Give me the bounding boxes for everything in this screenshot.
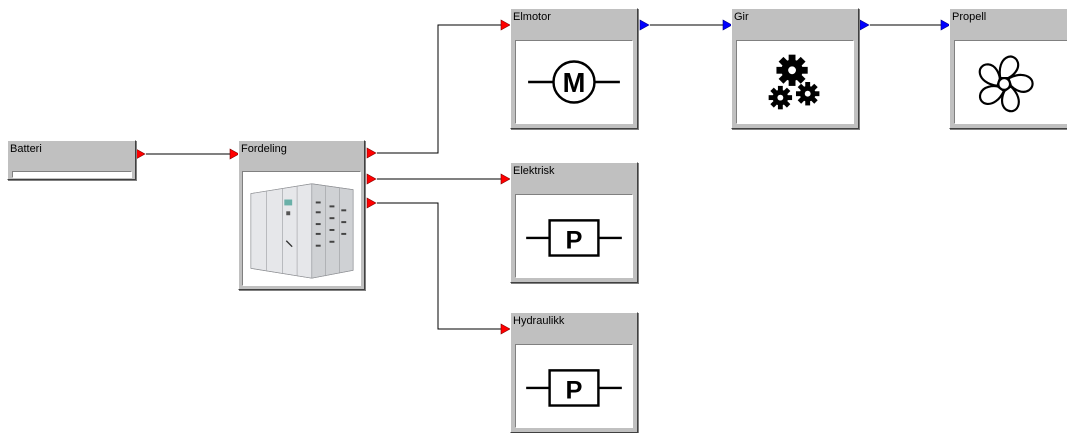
battery-level-gauge [12,171,132,178]
power-load-icon: P [526,219,622,257]
block-hydraulikk[interactable]: Hydraulikk P [510,312,638,433]
port-fordeling-in [229,148,240,160]
block-gir-body [736,40,854,124]
port-elektrisk-in [500,173,511,185]
port-fordeling-out-3 [366,197,377,209]
motor-symbol: M [563,67,586,98]
port-gir-in [722,19,733,31]
block-elmotor-label: Elmotor [513,11,551,23]
wire-fordeling-elmotor [377,24,503,154]
port-propell-in [940,19,951,31]
block-elmotor[interactable]: Elmotor M [510,8,638,129]
block-elektrisk-label: Elektrisk [513,165,555,177]
port-elmotor-in [500,19,511,31]
port-elmotor-out [639,19,650,31]
block-hydraulikk-label: Hydraulikk [513,315,565,327]
wire-fordeling-hydraulikk [377,202,503,330]
block-propell[interactable]: Propell [949,8,1067,129]
block-gir-label: Gir [734,11,749,23]
block-fordeling-body [242,171,361,286]
block-fordeling[interactable]: Fordeling [238,140,365,290]
load-symbol: P [566,377,583,405]
block-propell-body [954,40,1067,124]
power-load-icon: P [526,369,622,407]
port-fordeling-out-1 [366,147,377,159]
port-hydraulikk-in [500,323,511,335]
port-gir-out [859,19,870,31]
port-batteri-out [135,148,146,160]
block-batteri-label: Batteri [10,143,42,155]
motor-m-icon: M [528,60,620,104]
block-fordeling-label: Fordeling [241,143,287,155]
switchgear-cabinet-icon [250,183,354,279]
block-batteri[interactable]: Batteri [7,140,136,180]
block-gir[interactable]: Gir [731,8,859,129]
block-elektrisk[interactable]: Elektrisk P [510,162,638,283]
block-hydraulikk-body: P [515,344,633,428]
gears-icon [768,54,820,110]
block-elmotor-body: M [515,40,633,124]
propeller-icon [978,55,1034,113]
port-fordeling-out-2 [366,173,377,185]
load-symbol: P [566,227,583,255]
block-elektrisk-body: P [515,194,633,278]
block-propell-label: Propell [952,11,987,23]
